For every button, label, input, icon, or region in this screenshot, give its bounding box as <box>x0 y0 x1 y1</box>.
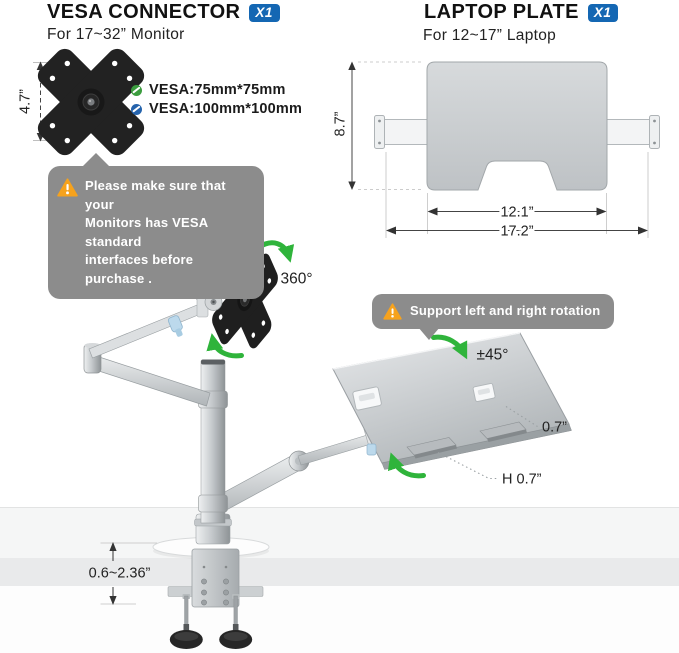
right-panel-header: LAPTOP PLATE X1 <box>424 1 619 24</box>
bubble-pointer-down <box>418 327 440 340</box>
rotation-label: 360° <box>281 271 313 288</box>
desk-edge <box>0 558 679 586</box>
vesa-spec-row-75: VESA:75mm*75mm <box>131 82 302 98</box>
laptop-plate-figure: 8.7” 12.1” 17.2” <box>333 61 660 242</box>
vesa-warning-text: Please make sure that your Monitors has … <box>85 178 226 286</box>
desk-clamp <box>167 548 264 649</box>
check-blue-icon <box>131 103 142 115</box>
clamp-plate <box>191 548 240 608</box>
vesa-spec-list: VESA:75mm*75mm VESA:100mm*100mm <box>131 82 302 120</box>
clamp-range-dim: 0.6~2.36” <box>89 566 151 582</box>
right-panel-title: LAPTOP PLATE <box>424 1 579 23</box>
check-green-icon <box>131 84 142 96</box>
clamp-screw-left <box>184 595 189 629</box>
rotation-callout-bubble: Support left and right rotation <box>372 294 615 329</box>
vesa-spec-row-100: VESA:100mm*100mm <box>131 101 302 117</box>
swivel-label: ±45° <box>477 347 509 364</box>
laptop-inner-width-dim: 12.1” <box>500 205 533 221</box>
warning-icon <box>57 178 78 197</box>
tray-latch-left <box>352 386 382 411</box>
rotate-arrow-bottom <box>206 333 244 359</box>
clamp-screw-right <box>233 595 238 629</box>
laptop-outer-width-dim: 17.2” <box>500 224 533 240</box>
right-panel-subtitle: For 12~17” Laptop <box>423 27 557 44</box>
rotation-callout-text: Support left and right rotation <box>410 303 601 318</box>
warning-icon <box>383 303 402 320</box>
laptop-plate-body <box>426 61 608 191</box>
tray-latch-right <box>472 382 496 403</box>
vesa-plate-figure: 4.7” <box>18 48 145 156</box>
laptop-tray <box>332 332 572 470</box>
vesa-height-dim: 4.7” <box>18 89 34 114</box>
bubble-pointer-up <box>82 153 110 167</box>
cable-clip <box>167 315 183 337</box>
laptop-arm-right <box>601 119 653 145</box>
left-panel-subtitle: For 17~32” Monitor <box>47 26 185 43</box>
vesa-plate <box>37 48 145 156</box>
right-quantity-badge: X1 <box>587 3 619 22</box>
left-panel-header: VESA CONNECTOR X1 <box>47 1 280 24</box>
laptop-height-dim: 8.7” <box>333 111 349 136</box>
lip-dim: 0.7” <box>542 420 567 436</box>
swivel-arrow-left <box>387 452 426 479</box>
clamp-range-dimension: 0.6~2.36” <box>89 542 157 605</box>
left-panel-title: VESA CONNECTOR <box>47 1 241 23</box>
upper-arm-segment <box>86 353 211 407</box>
laptop-arm-left <box>381 119 433 145</box>
front-lip-dim: H 0.7” <box>502 472 542 488</box>
desk <box>0 507 679 653</box>
forearm-segment <box>88 302 206 359</box>
vesa-warning-bubble: Please make sure that your Monitors has … <box>48 166 264 299</box>
left-quantity-badge: X1 <box>249 3 280 22</box>
vesa-spec-label: VESA:75mm*75mm <box>149 82 286 98</box>
tray-clip <box>366 443 377 456</box>
vesa-spec-label: VESA:100mm*100mm <box>149 101 303 117</box>
